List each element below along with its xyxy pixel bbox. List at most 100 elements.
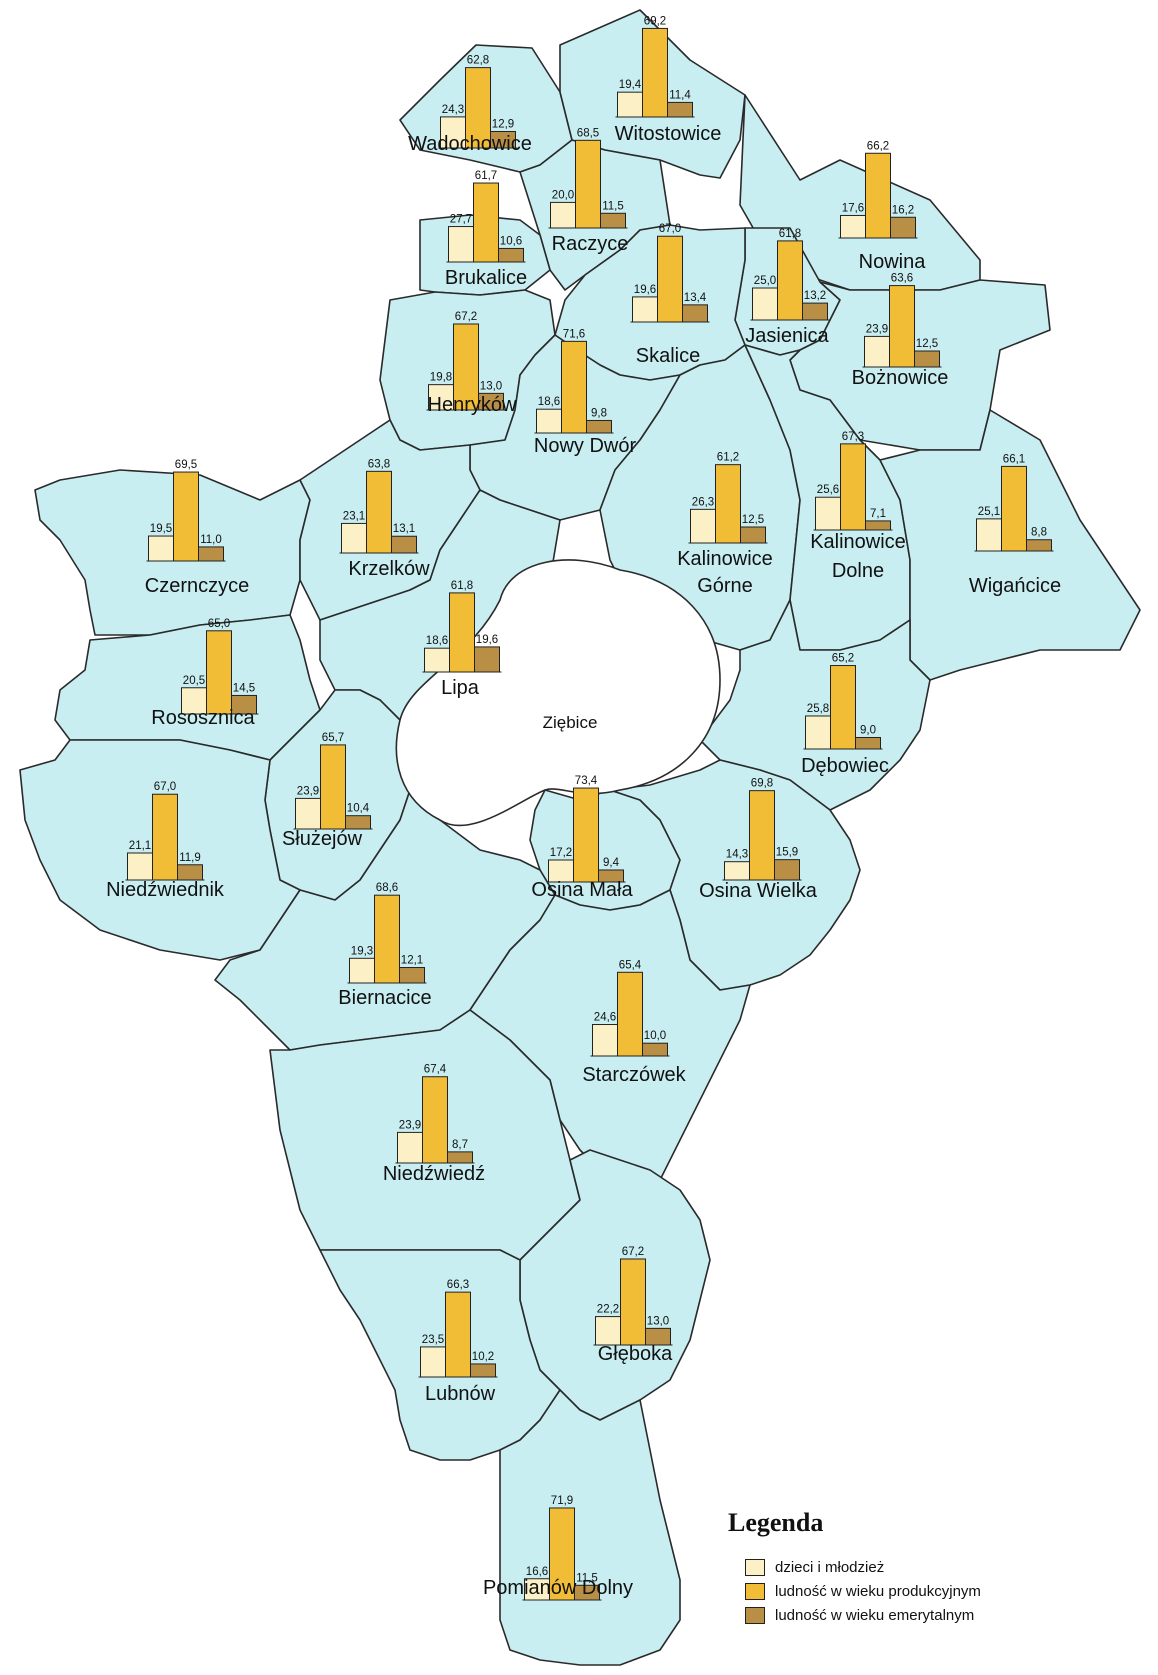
bar-value-label: 61,8 [451,580,473,592]
bar-retirement-age [645,1327,671,1346]
bar-working-age [549,1507,575,1601]
bar-value-label: 12,9 [492,118,514,130]
bar-charts: 24,362,812,919,469,211,420,068,511,527,7… [125,15,1054,1601]
bar-children [690,508,716,544]
bar-children [148,535,174,562]
chart-debowiec: 25,865,29,0 [803,653,883,750]
bar-value-label: 24,6 [594,1012,616,1024]
bar-working-age [449,592,475,673]
bar-value-label: 61,7 [475,170,497,182]
bar-value-label: 16,6 [526,1566,548,1578]
bar-working-age [445,1291,471,1378]
bar-working-age [561,340,587,434]
bar-working-age [573,787,599,883]
bar-value-label: 25,1 [978,506,1000,518]
bar-children [617,91,643,118]
village-label-niedzwiedz: Niedźwiedź [383,1163,485,1185]
bar-children [397,1131,423,1164]
bar-retirement-age [391,535,417,554]
bar-children [127,852,153,881]
chart-kalinowice-gorne: 26,361,212,5 [688,452,768,544]
bar-working-age [777,240,803,321]
bar-value-label: 9,0 [860,724,876,736]
bar-children [440,116,466,149]
village-label-gleboka: Głęboka [598,1343,673,1365]
bar-value-label: 27,7 [450,214,472,226]
village-label-niedzwiednik: Niedźwiednik [106,879,225,901]
bar-value-label: 17,6 [842,202,864,214]
bar-working-age [657,235,683,323]
bar-retirement-age [586,419,612,434]
bar-working-age [320,744,346,830]
chart-gleboka: 22,267,213,0 [593,1246,673,1346]
bar-value-label: 67,4 [424,1064,447,1076]
legend-item-retirement-age: ludność w wieku emerytalnym [745,1604,974,1626]
bar-working-age [152,793,178,881]
chart-jasienica: 25,061,813,2 [750,228,830,321]
bar-value-label: 66,3 [447,1279,469,1291]
bar-children [595,1316,621,1346]
legend: Legenda dzieci i młodzież ludność w wiek… [728,1508,1058,1648]
bar-value-label: 11,4 [669,89,691,101]
bar-value-label: 68,5 [577,127,599,139]
bar-value-label: 19,8 [430,372,452,384]
bar-value-label: 23,9 [297,785,319,797]
chart-wigancice: 25,166,18,8 [974,453,1054,552]
bar-value-label: 65,7 [322,732,344,744]
village-label-czernczyce: Czernczyce [145,575,249,597]
bar-value-label: 20,0 [552,189,574,201]
legend-title: Legenda [728,1508,824,1537]
bar-value-label: 10,0 [644,1030,666,1042]
legend-label-children: dzieci i młodzież [775,1558,885,1576]
bar-retirement-age [345,815,371,830]
bar-working-age [473,182,499,263]
bar-retirement-age [802,302,828,321]
bar-value-label: 19,3 [351,945,373,957]
bar-children [805,715,831,750]
bar-working-age [465,67,491,149]
bar-children [349,957,375,984]
bar-retirement-age [1026,539,1052,552]
bar-value-label: 8,7 [452,1139,468,1151]
bar-children [550,201,576,229]
chart-henrykow: 19,867,213,0 [426,311,506,411]
bar-value-label: 65,2 [832,653,854,665]
bar-retirement-age [740,526,766,544]
village-label-debowiec: Dębowiec [801,755,889,777]
bar-value-label: 69,5 [175,459,197,471]
chart-osina-mala: 17,273,49,4 [546,775,626,883]
bar-value-label: 62,8 [467,55,489,67]
village-label-osina-wielka: Osina Wielka [699,880,818,902]
chart-sluzejow: 23,965,710,4 [293,732,373,830]
bar-value-label: 23,5 [422,1334,444,1346]
bar-retirement-age [598,869,624,883]
bar-children [536,408,562,434]
bar-value-label: 14,3 [726,849,748,861]
bar-working-age [840,443,866,531]
bar-retirement-age [498,247,524,263]
bar-children [181,687,207,715]
bar-retirement-age [177,864,203,881]
bar-retirement-age [574,1584,600,1601]
bar-working-age [889,285,915,368]
bar-value-label: 11,5 [576,1572,598,1584]
bar-value-label: 26,3 [692,496,714,508]
bar-value-label: 19,6 [634,284,656,296]
bar-children [420,1346,446,1378]
bar-value-label: 12,1 [401,955,423,967]
chart-raczyce: 20,068,511,5 [548,127,628,229]
village-label-brukalice: Brukalice [445,267,527,289]
village-label-kalinowice-gorne: Kalinowice [677,548,773,570]
chart-nowina: 17,666,216,2 [838,140,918,239]
bar-working-age [1001,465,1027,552]
bar-value-label: 7,1 [870,508,886,520]
bar-working-age [617,971,643,1057]
bar-retirement-age [682,304,708,323]
village-label-kalinowice-gorne: Górne [697,575,753,597]
village-label-lipa: Lipa [441,677,480,699]
chart-niedzwiednik: 21,167,011,9 [125,781,205,881]
chart-osina-wielka: 14,369,815,9 [722,778,802,881]
bar-value-label: 66,2 [867,140,889,152]
bar-value-label: 69,8 [751,778,773,790]
